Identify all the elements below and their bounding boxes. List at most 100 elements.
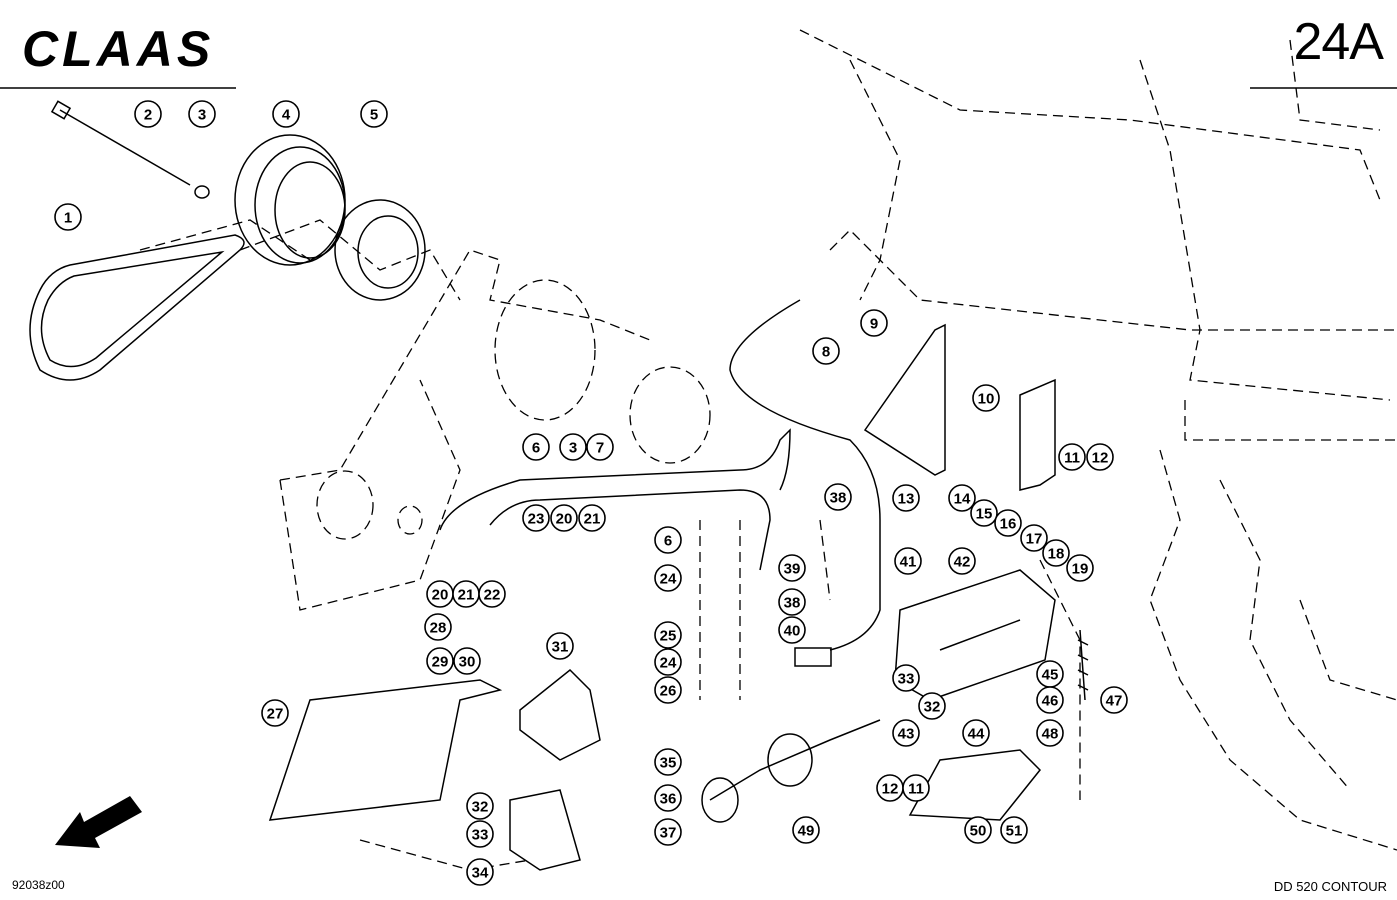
machine-frame-outline — [139, 29, 1397, 871]
callout-label: 1 — [64, 210, 72, 227]
callout-12: 12 — [876, 774, 904, 802]
callout-36: 36 — [654, 784, 682, 812]
callout-31: 31 — [546, 632, 574, 660]
callout-label: 12 — [1092, 450, 1109, 467]
drive-shaft — [701, 719, 881, 823]
callout-label: 33 — [472, 827, 489, 844]
callout-label: 26 — [660, 683, 677, 700]
callout-label: 39 — [784, 561, 801, 578]
callout-33: 33 — [892, 664, 920, 692]
callout-label: 12 — [882, 781, 899, 798]
callout-label: 6 — [664, 533, 672, 550]
callout-41: 41 — [894, 547, 922, 575]
svg-text:CLAAS: CLAAS — [22, 22, 214, 74]
callout-18: 18 — [1042, 539, 1070, 567]
callout-43: 43 — [892, 719, 920, 747]
callout-label: 21 — [458, 587, 475, 604]
drawing-number: 92038z00 — [12, 878, 65, 892]
callout-label: 16 — [1000, 516, 1017, 533]
callout-15: 15 — [970, 499, 998, 527]
page-number: 24A — [1293, 13, 1384, 71]
callout-label: 30 — [459, 654, 476, 671]
hydraulic-hoses — [439, 428, 791, 571]
callout-label: 9 — [870, 316, 878, 333]
callout-50: 50 — [964, 816, 992, 844]
callout-label: 20 — [432, 587, 449, 604]
callout-label: 37 — [660, 825, 677, 842]
callout-label: 29 — [432, 654, 449, 671]
callout-27: 27 — [261, 699, 289, 727]
callout-11: 11 — [1058, 443, 1086, 471]
callout-label: 4 — [282, 107, 291, 124]
callout-9: 9 — [860, 309, 888, 337]
callout-label: 20 — [556, 511, 573, 528]
callout-6: 6 — [654, 526, 682, 554]
callout-39: 39 — [778, 554, 806, 582]
callout-label: 5 — [370, 107, 378, 124]
long-bolt — [50, 100, 210, 199]
v-belt — [29, 234, 245, 381]
callout-label: 23 — [528, 511, 545, 528]
callout-30: 30 — [453, 647, 481, 675]
callout-20: 20 — [550, 504, 578, 532]
callout-28: 28 — [424, 613, 452, 641]
callout-11: 11 — [902, 774, 930, 802]
model-name: DD 520 CONTOUR — [1273, 879, 1387, 894]
callout-38: 38 — [824, 483, 852, 511]
callout-12: 12 — [1086, 443, 1114, 471]
callout-label: 31 — [552, 639, 569, 656]
callout-label: 18 — [1048, 546, 1065, 563]
callout-34: 34 — [466, 858, 494, 886]
callout-label: 41 — [900, 554, 917, 571]
mounting-brackets — [509, 668, 601, 871]
callout-19: 19 — [1066, 554, 1094, 582]
callout-17: 17 — [1020, 524, 1048, 552]
callout-21: 21 — [578, 504, 606, 532]
callout-44: 44 — [962, 719, 990, 747]
direction-arrow-icon — [55, 796, 142, 848]
callout-label: 2 — [144, 107, 152, 124]
callout-label: 49 — [798, 823, 815, 840]
callout-32: 32 — [466, 792, 494, 820]
callout-49: 49 — [792, 816, 820, 844]
callout-label: 33 — [898, 671, 915, 688]
electrical-cable — [729, 299, 881, 667]
callout-10: 10 — [972, 384, 1000, 412]
callout-2: 2 — [134, 100, 162, 128]
callout-35: 35 — [654, 748, 682, 776]
callout-label: 24 — [660, 655, 677, 672]
callout-label: 48 — [1042, 726, 1059, 743]
callout-25: 25 — [654, 621, 682, 649]
callout-label: 13 — [898, 491, 915, 508]
callout-label: 3 — [569, 440, 577, 457]
callout-3: 3 — [188, 100, 216, 128]
callout-42: 42 — [948, 547, 976, 575]
callout-20: 20 — [426, 580, 454, 608]
callout-label: 11 — [1064, 450, 1080, 467]
callout-label: 51 — [1006, 823, 1023, 840]
callout-label: 24 — [660, 571, 677, 588]
callout-label: 15 — [976, 506, 993, 523]
callout-7: 7 — [586, 433, 614, 461]
callout-14: 14 — [948, 484, 976, 512]
callout-label: 3 — [198, 107, 206, 124]
callout-label: 28 — [430, 620, 447, 637]
callout-38: 38 — [778, 588, 806, 616]
callout-51: 51 — [1000, 816, 1028, 844]
callout-label: 25 — [660, 628, 677, 645]
callout-21: 21 — [452, 580, 480, 608]
claas-logo: CLAAS — [22, 22, 214, 74]
callout-label: 34 — [472, 865, 489, 882]
callout-48: 48 — [1036, 719, 1064, 747]
callout-label: 22 — [484, 587, 501, 604]
callout-label: 38 — [830, 490, 847, 507]
callout-label: 43 — [898, 726, 915, 743]
callout-46: 46 — [1036, 686, 1064, 714]
callout-label: 27 — [267, 706, 284, 723]
callout-47: 47 — [1100, 686, 1128, 714]
callout-label: 6 — [532, 440, 540, 457]
callout-label: 44 — [968, 726, 985, 743]
callout-40: 40 — [778, 616, 806, 644]
